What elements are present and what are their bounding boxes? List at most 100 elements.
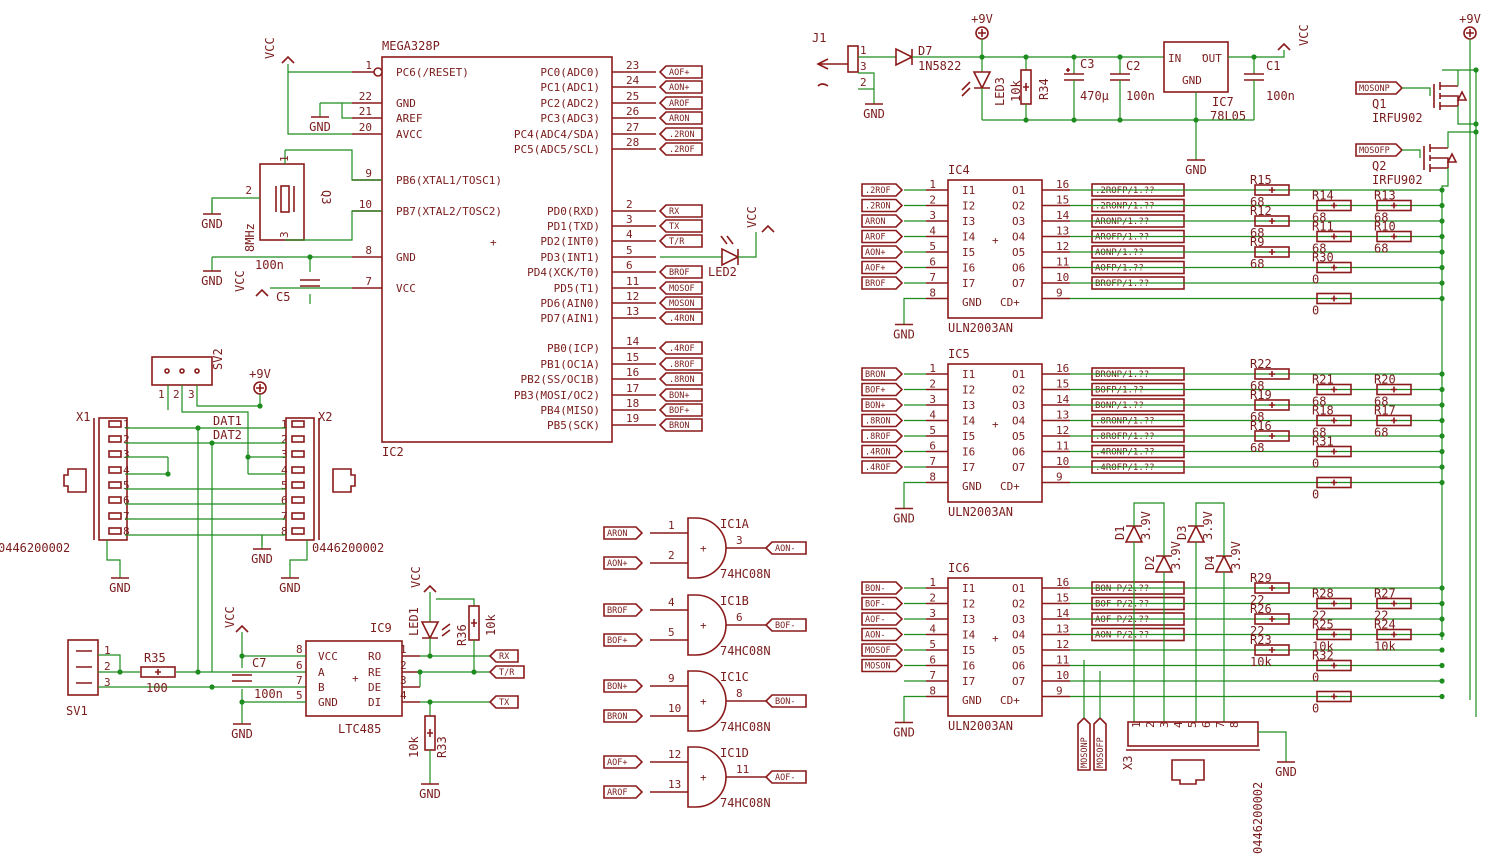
- pin-number: 2: [173, 388, 180, 401]
- wire: [1402, 149, 1421, 158]
- part-outline: [281, 55, 295, 64]
- pin-label: I2: [962, 384, 975, 397]
- junction-dot: [1439, 202, 1445, 209]
- pin-number: 6: [736, 611, 743, 624]
- part-outline: [861, 643, 904, 657]
- pin-number: 11: [736, 763, 749, 776]
- ground-label: GND: [109, 581, 131, 595]
- ground-symbol: GND: [1185, 146, 1207, 177]
- ground-label: GND: [893, 512, 915, 526]
- x3-ref: X3: [1121, 756, 1135, 770]
- junction-dot: [209, 440, 215, 446]
- zener-value: 3.9V: [1169, 541, 1183, 570]
- zener-value: 3.9V: [1139, 511, 1153, 540]
- zener-value: 3.9V: [1229, 541, 1243, 570]
- res-ref: R32: [1312, 649, 1334, 663]
- part-outline: [978, 29, 986, 37]
- pin-number: 7: [123, 510, 130, 523]
- ground-symbol: GND: [1275, 748, 1297, 779]
- wire: [738, 232, 757, 258]
- part-outline: [687, 670, 727, 732]
- resistor: [1376, 628, 1412, 641]
- net-tag: BON-: [764, 694, 807, 708]
- pin-number: 7: [365, 275, 372, 288]
- part-outline: [1430, 147, 1449, 169]
- part-outline: [764, 770, 807, 784]
- gate-value: 74HC08N: [720, 644, 771, 658]
- ground-label: GND: [1185, 163, 1207, 177]
- part-outline: [603, 556, 644, 570]
- part-outline: [861, 260, 904, 275]
- junction-dot: [1439, 600, 1445, 607]
- ltc485-ref: IC9: [370, 621, 392, 635]
- net-tag-label: AOF+: [607, 758, 627, 768]
- c2-value: 100n: [1126, 89, 1155, 103]
- pin-label: O4: [1012, 231, 1026, 244]
- plus9v-symbol: +9V: [249, 367, 271, 395]
- pin-number: 1: [929, 178, 936, 191]
- part-outline: [861, 183, 904, 197]
- part-outline: [658, 388, 703, 402]
- res-ref: R30: [1312, 251, 1334, 265]
- part-outline: [285, 417, 315, 541]
- wire: [1447, 131, 1476, 148]
- part-outline: [108, 527, 122, 535]
- part-outline: [1331, 600, 1337, 607]
- capacitor: [300, 279, 320, 287]
- vcc-symbol: VCC: [1277, 24, 1311, 51]
- part-outline: [1423, 144, 1431, 172]
- part-outline: [687, 746, 727, 808]
- ground-label: GND: [231, 727, 253, 741]
- junction-dot: [1439, 402, 1445, 408]
- wire: [1402, 87, 1431, 96]
- pin-label: O1: [1012, 368, 1025, 381]
- part-outline: [764, 541, 807, 555]
- resistor: [1316, 261, 1352, 274]
- uln-ref: IC4: [948, 163, 970, 177]
- net-tag-label: TX: [669, 222, 680, 232]
- net-tag: BRON: [658, 418, 703, 432]
- ground-symbol: GND: [279, 564, 301, 595]
- wire: [1133, 502, 1165, 556]
- part-outline: [1254, 613, 1290, 625]
- pin-label: I3: [962, 215, 975, 228]
- pin-label: I5: [962, 430, 975, 443]
- net-tag-label: BOF+: [607, 636, 627, 646]
- part-outline: [275, 186, 295, 212]
- part-outline: [1316, 414, 1352, 427]
- pin-label: VCC: [396, 282, 416, 295]
- pin-number: 1: [281, 418, 288, 431]
- led2-ref: LED2: [708, 265, 737, 279]
- pin-number: 9: [668, 672, 675, 685]
- part-outline: [1466, 29, 1474, 37]
- pin-number: 8: [929, 471, 936, 484]
- net-tag: BROF: [603, 603, 644, 617]
- pin-label: I5: [962, 246, 975, 259]
- part-outline: [764, 694, 807, 708]
- part-outline: [1331, 479, 1337, 486]
- junction-dot: [257, 403, 263, 409]
- pin-number: 16: [626, 366, 639, 379]
- pin-number: 3: [1158, 721, 1171, 728]
- resistor: [1316, 690, 1352, 703]
- part-outline: [1331, 417, 1337, 424]
- net-tag: ARON: [603, 526, 644, 540]
- part-outline: [1331, 233, 1337, 240]
- pin-label: O6: [1012, 262, 1025, 275]
- net-tag-label: MOSON: [669, 299, 695, 309]
- part-outline: [1254, 399, 1290, 411]
- net-tag-label: .4ROF: [865, 463, 891, 473]
- ground-label: GND: [863, 107, 885, 121]
- pin-number: 4: [1172, 721, 1185, 728]
- ground-symbol: GND: [893, 708, 915, 740]
- net-tag: .2RON: [861, 198, 904, 213]
- pin-label: PD2(INT0): [540, 235, 600, 248]
- pin-number: 12: [1056, 424, 1069, 437]
- pin-number: 8: [929, 685, 936, 698]
- junction-dot: [195, 425, 201, 431]
- vcc-label: VCC: [223, 606, 237, 628]
- part-outline: [291, 466, 305, 474]
- wire: [1457, 106, 1476, 125]
- and-gates: +ARONAON+AON-123IC1A74HC08N+BROFBOF+BOF-…: [603, 517, 807, 810]
